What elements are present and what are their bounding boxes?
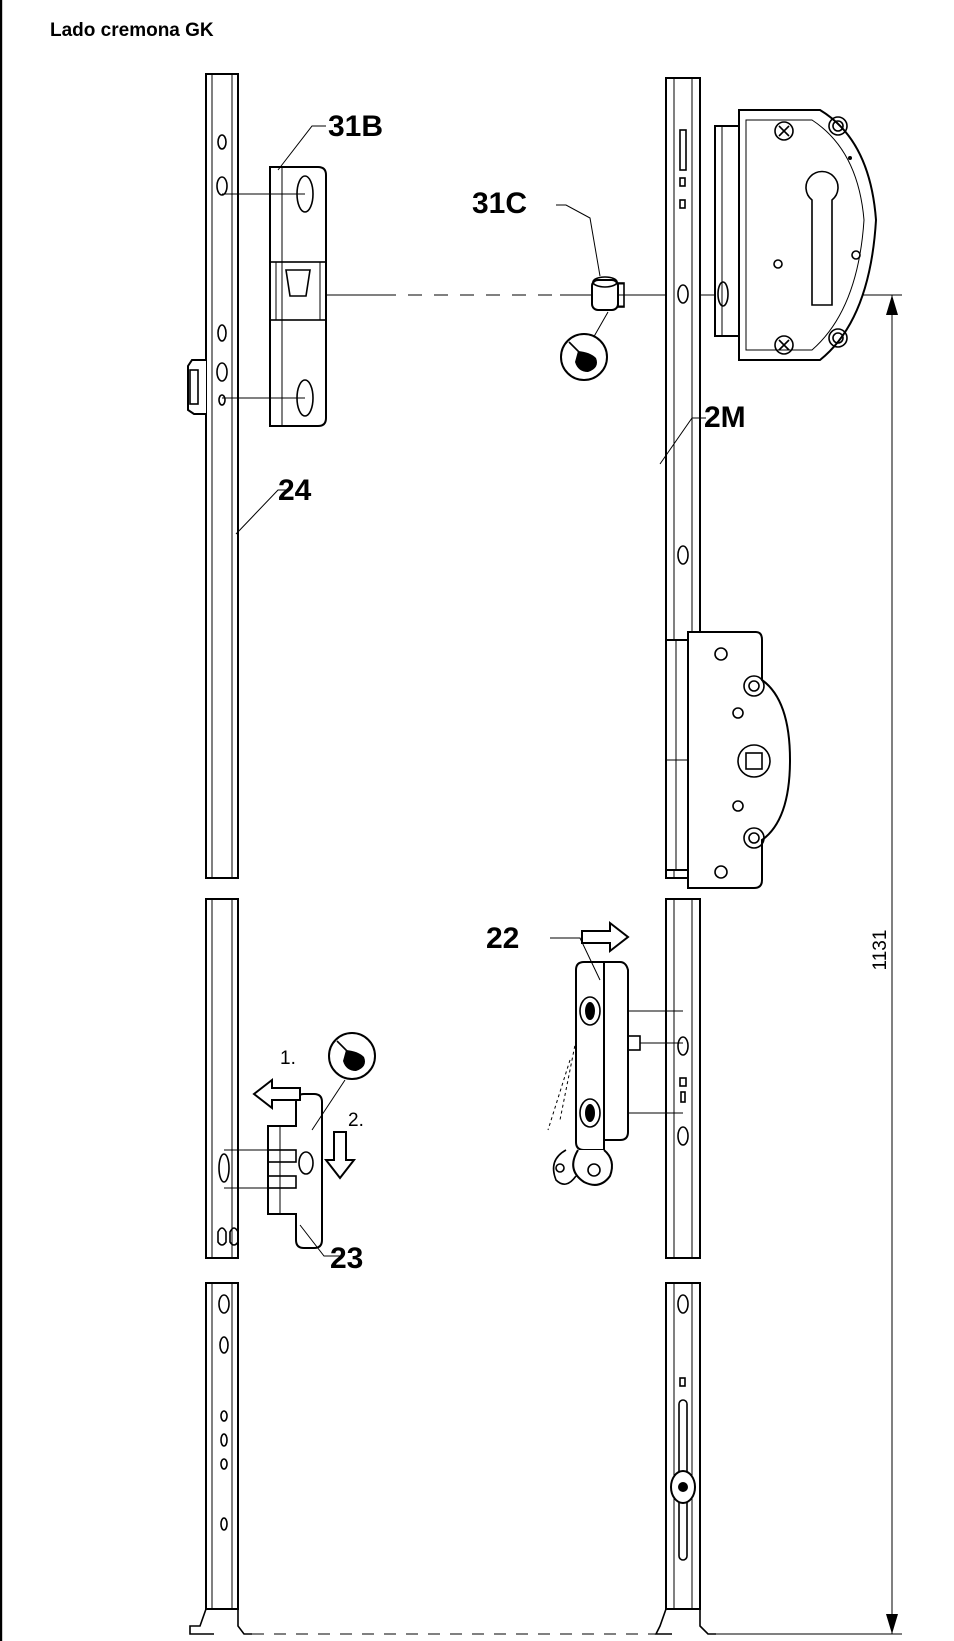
- arrow-left-icon: [252, 1077, 301, 1111]
- left-faceplate-bar: [187, 73, 252, 1635]
- arrow-down-icon: [323, 1131, 357, 1180]
- gearbox-housing: [665, 631, 792, 889]
- label-24: 24: [278, 474, 312, 507]
- arrow-right-icon: [581, 920, 630, 954]
- lock-housing: [714, 109, 878, 361]
- label-23: 23: [330, 1242, 363, 1275]
- pin-31c: [591, 276, 625, 311]
- dimension-label: 1131: [870, 930, 891, 971]
- grease-icon: [560, 311, 609, 381]
- grease-icon-2: [311, 1032, 376, 1131]
- label-step-2: 2.: [348, 1110, 364, 1131]
- striker-part-23: [224, 1093, 323, 1249]
- label-22: 22: [486, 922, 519, 955]
- label-step-1: 1.: [280, 1048, 296, 1069]
- leader-lines: [235, 125, 706, 1257]
- label-2m: 2M: [704, 401, 746, 434]
- page-title: Lado cremona GK: [50, 20, 214, 41]
- label-31b: 31B: [328, 110, 383, 143]
- label-31c: 31C: [472, 187, 527, 220]
- dimension-1131: 1131: [252, 294, 902, 1635]
- keeper-31b: [222, 166, 327, 427]
- roller-part-22: [547, 961, 683, 1186]
